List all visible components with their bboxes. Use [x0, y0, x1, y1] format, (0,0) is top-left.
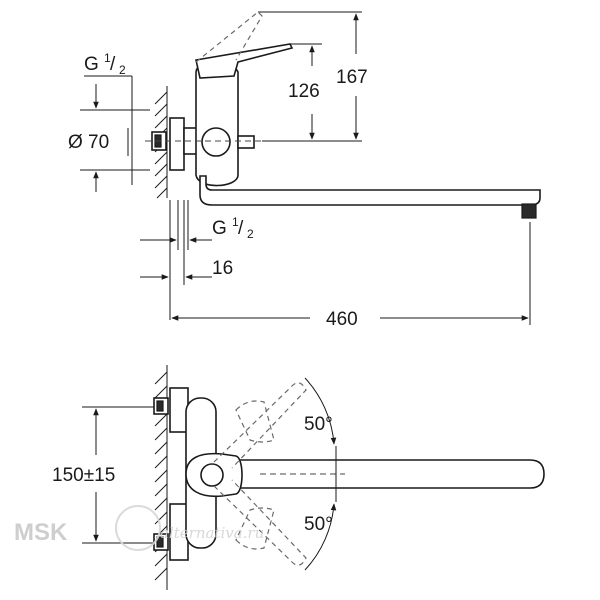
svg-text:460: 460	[326, 309, 358, 330]
svg-text:G: G	[84, 54, 99, 75]
svg-text:/: /	[238, 218, 244, 239]
svg-text:2: 2	[119, 63, 126, 77]
svg-text:1: 1	[232, 215, 239, 229]
plan-view: 50° 50° 150±15	[52, 365, 545, 590]
svg-text:G: G	[212, 218, 227, 239]
dim-460: 460	[171, 222, 531, 330]
spout	[199, 175, 541, 206]
dim-thread-top: G 1 / 2	[80, 51, 150, 185]
svg-text:1: 1	[104, 51, 111, 65]
dim-heights: 126 167	[258, 11, 368, 142]
spout-swing-down-ghost	[213, 479, 307, 566]
spout-swing-up-ghost	[213, 382, 307, 469]
svg-text:150±15: 150±15	[52, 465, 115, 486]
svg-text:50°: 50°	[304, 414, 333, 435]
wall-flange	[169, 117, 185, 171]
watermark: MSK alternativa.ru	[14, 505, 264, 551]
dim-diameter: Ø 70	[68, 128, 150, 192]
lever-handle	[195, 43, 294, 79]
svg-text:50°: 50°	[304, 514, 333, 535]
dim-16: 16	[140, 200, 233, 320]
svg-text:alternativa.ru: alternativa.ru	[160, 524, 264, 542]
plan-spout	[219, 459, 545, 489]
lever-raised-ghost	[195, 11, 263, 63]
side-elevation-view: G 1 / 2 Ø 70 G 1 / 2	[68, 11, 541, 330]
dim-150: 150±15	[52, 406, 154, 544]
svg-text:MSK: MSK	[14, 519, 68, 546]
aerator	[521, 203, 537, 219]
svg-text:/: /	[110, 54, 116, 75]
svg-text:16: 16	[212, 258, 233, 279]
svg-text:Ø 70: Ø 70	[68, 132, 109, 153]
svg-text:126: 126	[288, 81, 320, 102]
svg-text:167: 167	[336, 67, 368, 88]
dim-thread-bottom: G 1 / 2	[140, 200, 254, 250]
svg-text:2: 2	[247, 227, 254, 241]
mixer-body	[195, 61, 239, 187]
union-nut	[201, 127, 231, 157]
